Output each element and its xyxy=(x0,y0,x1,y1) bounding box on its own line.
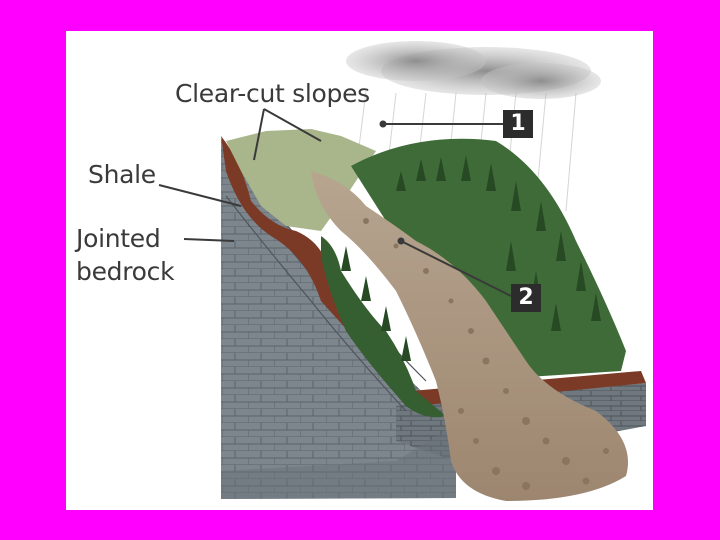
callout-1-dot xyxy=(380,121,387,128)
callout-badge-2: 2 xyxy=(511,284,541,312)
clear-cut-slopes-label: Clear-cut slopes xyxy=(175,77,370,110)
callout-2-dot xyxy=(398,238,405,245)
callout-badge-1: 1 xyxy=(503,110,533,138)
diagram-panel: Clear-cut slopes Shale Jointed bedrock 1… xyxy=(66,31,653,510)
shale-label: Shale xyxy=(88,158,156,191)
jointed-bedrock-label: Jointed bedrock xyxy=(76,222,206,288)
